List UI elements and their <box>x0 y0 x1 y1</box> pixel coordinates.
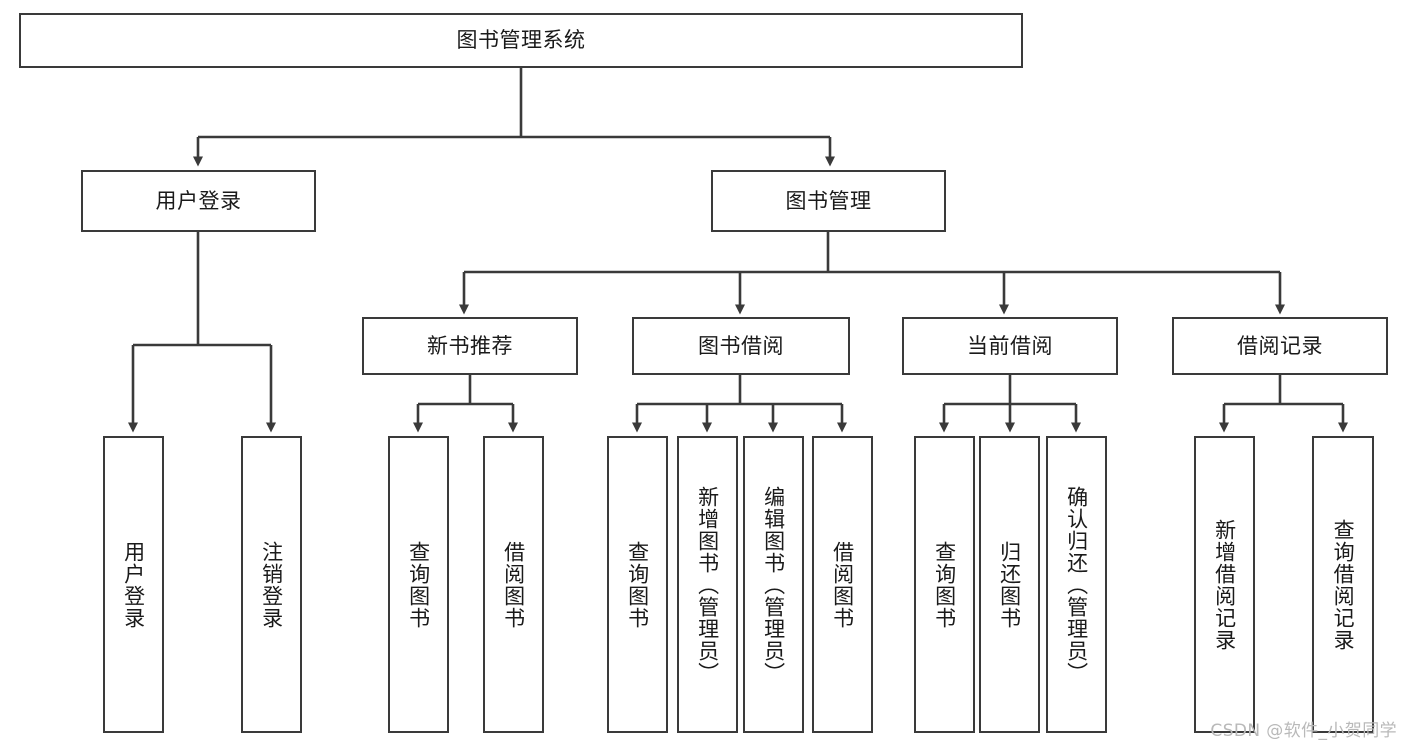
node-leaf-add-record-label: 新增借阅记录 <box>1212 518 1237 651</box>
node-leaf-query-book-2-label: 查询图书 <box>625 540 650 629</box>
node-current-borrow-label: 当前借阅 <box>967 333 1053 358</box>
node-new-book-recommend-label: 新书推荐 <box>427 333 513 358</box>
node-leaf-user-logout[interactable]: 注销登录 <box>241 436 302 733</box>
node-current-borrow[interactable]: 当前借阅 <box>902 317 1118 375</box>
node-leaf-return-book[interactable]: 归还图书 <box>979 436 1040 733</box>
node-leaf-add-book-label: 新增图书（管理员） <box>695 485 720 684</box>
node-leaf-borrow-book-1[interactable]: 借阅图书 <box>483 436 544 733</box>
node-leaf-add-book[interactable]: 新增图书（管理员） <box>677 436 738 733</box>
node-leaf-query-book-1[interactable]: 查询图书 <box>388 436 449 733</box>
node-leaf-return-book-label: 归还图书 <box>997 540 1022 629</box>
node-leaf-user-logout-label: 注销登录 <box>259 540 284 629</box>
node-leaf-query-book-3[interactable]: 查询图书 <box>914 436 975 733</box>
node-leaf-edit-book-label: 编辑图书（管理员） <box>761 485 786 684</box>
node-leaf-confirm-return-label: 确认归还（管理员） <box>1064 485 1089 684</box>
node-leaf-borrow-book-2[interactable]: 借阅图书 <box>812 436 873 733</box>
node-user-login[interactable]: 用户登录 <box>81 170 316 232</box>
node-leaf-query-book-1-label: 查询图书 <box>406 540 431 629</box>
node-leaf-confirm-return[interactable]: 确认归还（管理员） <box>1046 436 1107 733</box>
node-leaf-query-record-label: 查询借阅记录 <box>1331 518 1356 651</box>
node-book-borrow-label: 图书借阅 <box>698 333 784 358</box>
node-leaf-user-login[interactable]: 用户登录 <box>103 436 164 733</box>
node-root[interactable]: 图书管理系统 <box>19 13 1023 68</box>
node-root-label: 图书管理系统 <box>456 28 586 53</box>
node-leaf-borrow-book-1-label: 借阅图书 <box>501 540 526 629</box>
node-book-borrow[interactable]: 图书借阅 <box>632 317 850 375</box>
node-book-management[interactable]: 图书管理 <box>711 170 946 232</box>
node-book-management-label: 图书管理 <box>785 188 872 213</box>
node-new-book-recommend[interactable]: 新书推荐 <box>362 317 578 375</box>
node-leaf-add-record[interactable]: 新增借阅记录 <box>1194 436 1255 733</box>
node-leaf-query-record[interactable]: 查询借阅记录 <box>1312 436 1374 733</box>
node-leaf-borrow-book-2-label: 借阅图书 <box>830 540 855 629</box>
node-borrow-record[interactable]: 借阅记录 <box>1172 317 1388 375</box>
node-leaf-query-book-3-label: 查询图书 <box>932 540 957 629</box>
node-leaf-user-login-label: 用户登录 <box>121 540 146 629</box>
node-user-login-label: 用户登录 <box>155 188 242 213</box>
node-borrow-record-label: 借阅记录 <box>1237 333 1323 358</box>
node-leaf-edit-book[interactable]: 编辑图书（管理员） <box>743 436 804 733</box>
node-leaf-query-book-2[interactable]: 查询图书 <box>607 436 668 733</box>
